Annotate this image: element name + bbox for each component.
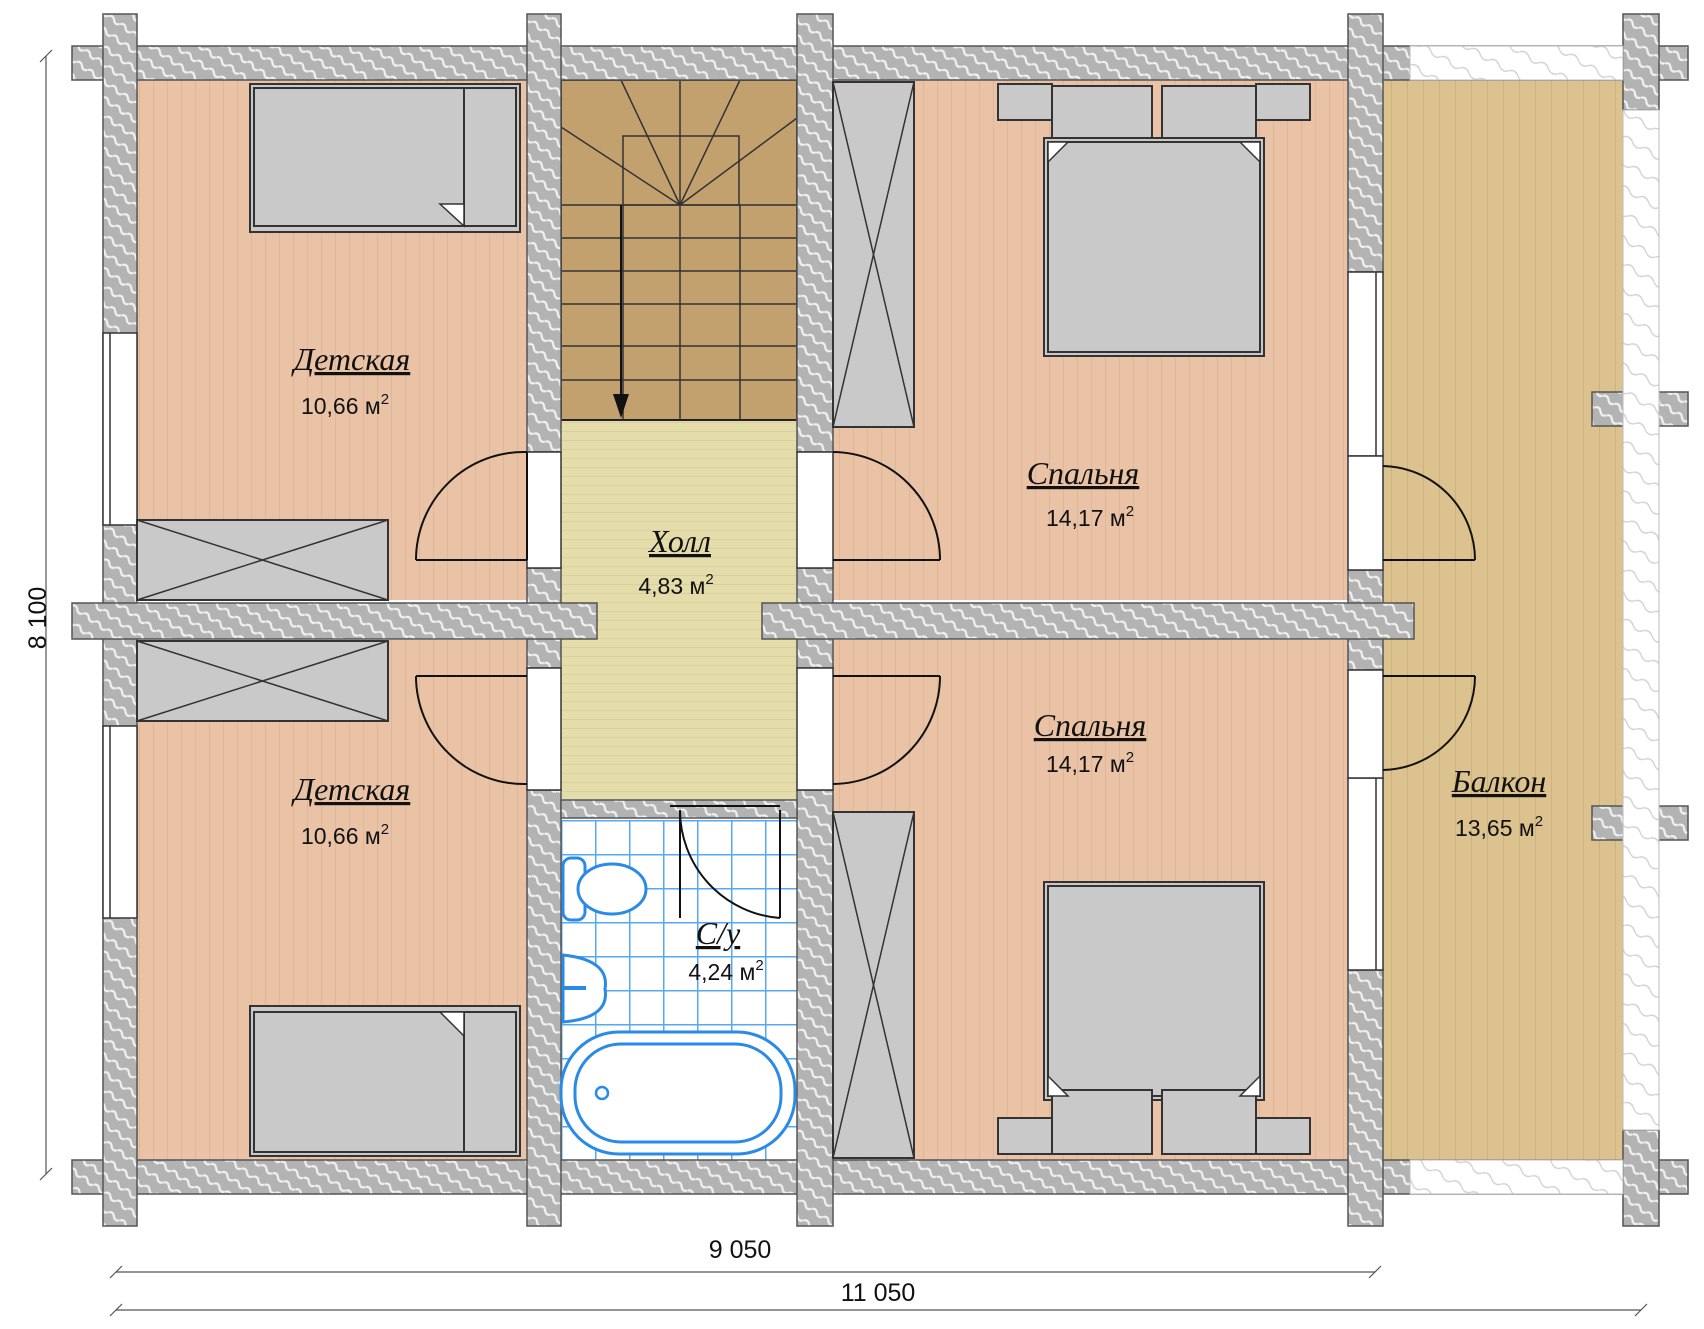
room-label-child-top: Детская 10,66 м2 (291, 341, 411, 419)
bed-double-bottom (997, 881, 1311, 1155)
dim-height: 8 100 (24, 587, 52, 650)
room-label-hall: Холл 4,83 м2 (638, 523, 713, 599)
svg-text:С/у: С/у (696, 915, 741, 951)
bed-single-top (249, 83, 521, 233)
windows (102, 271, 1384, 971)
svg-text:10,66 м2: 10,66 м2 (301, 821, 389, 849)
svg-text:14,17 м2: 14,17 м2 (1046, 749, 1134, 777)
doors (415, 450, 1476, 919)
dimension-lines (39, 49, 1648, 1317)
room-label-bedroom-bottom: Спальня 14,17 м2 (1034, 707, 1147, 777)
balcony-rail-bottom (1409, 1159, 1624, 1195)
wardrobes (136, 81, 915, 1159)
svg-text:4,24 м2: 4,24 м2 (688, 957, 763, 985)
svg-text:Спальня: Спальня (1027, 455, 1140, 491)
dim-width-total: 11 050 (841, 1279, 916, 1307)
svg-text:14,17 м2: 14,17 м2 (1046, 503, 1134, 531)
svg-text:4,83 м2: 4,83 м2 (638, 571, 713, 599)
room-label-balcony: Балкон 13,65 м2 (1451, 763, 1546, 841)
svg-text:Балкон: Балкон (1451, 763, 1546, 799)
svg-text:Холл: Холл (647, 523, 711, 559)
balcony-rail-top (1409, 45, 1624, 81)
toilet-icon (561, 856, 648, 922)
svg-text:13,65 м2: 13,65 м2 (1455, 813, 1543, 841)
floor-balcony (1383, 80, 1623, 1160)
sink-icon (561, 953, 607, 1024)
svg-text:Детская: Детская (291, 771, 411, 807)
svg-text:Спальня: Спальня (1034, 707, 1147, 743)
room-label-child-bottom: Детская 10,66 м2 (291, 771, 411, 849)
balcony-rail-right (1622, 109, 1660, 1131)
svg-text:Детская: Детская (291, 341, 411, 377)
bathtub-icon (559, 1030, 797, 1156)
room-label-bathroom: С/у 4,24 м2 (688, 915, 763, 985)
svg-text:10,66 м2: 10,66 м2 (301, 391, 389, 419)
bed-double-top (997, 83, 1311, 357)
floor-hall (561, 420, 797, 800)
dim-width-inner: 9 050 (709, 1236, 772, 1264)
room-label-bedroom-top: Спальня 14,17 м2 (1027, 455, 1140, 531)
staircase (560, 79, 798, 421)
bed-single-bottom (249, 1005, 521, 1157)
